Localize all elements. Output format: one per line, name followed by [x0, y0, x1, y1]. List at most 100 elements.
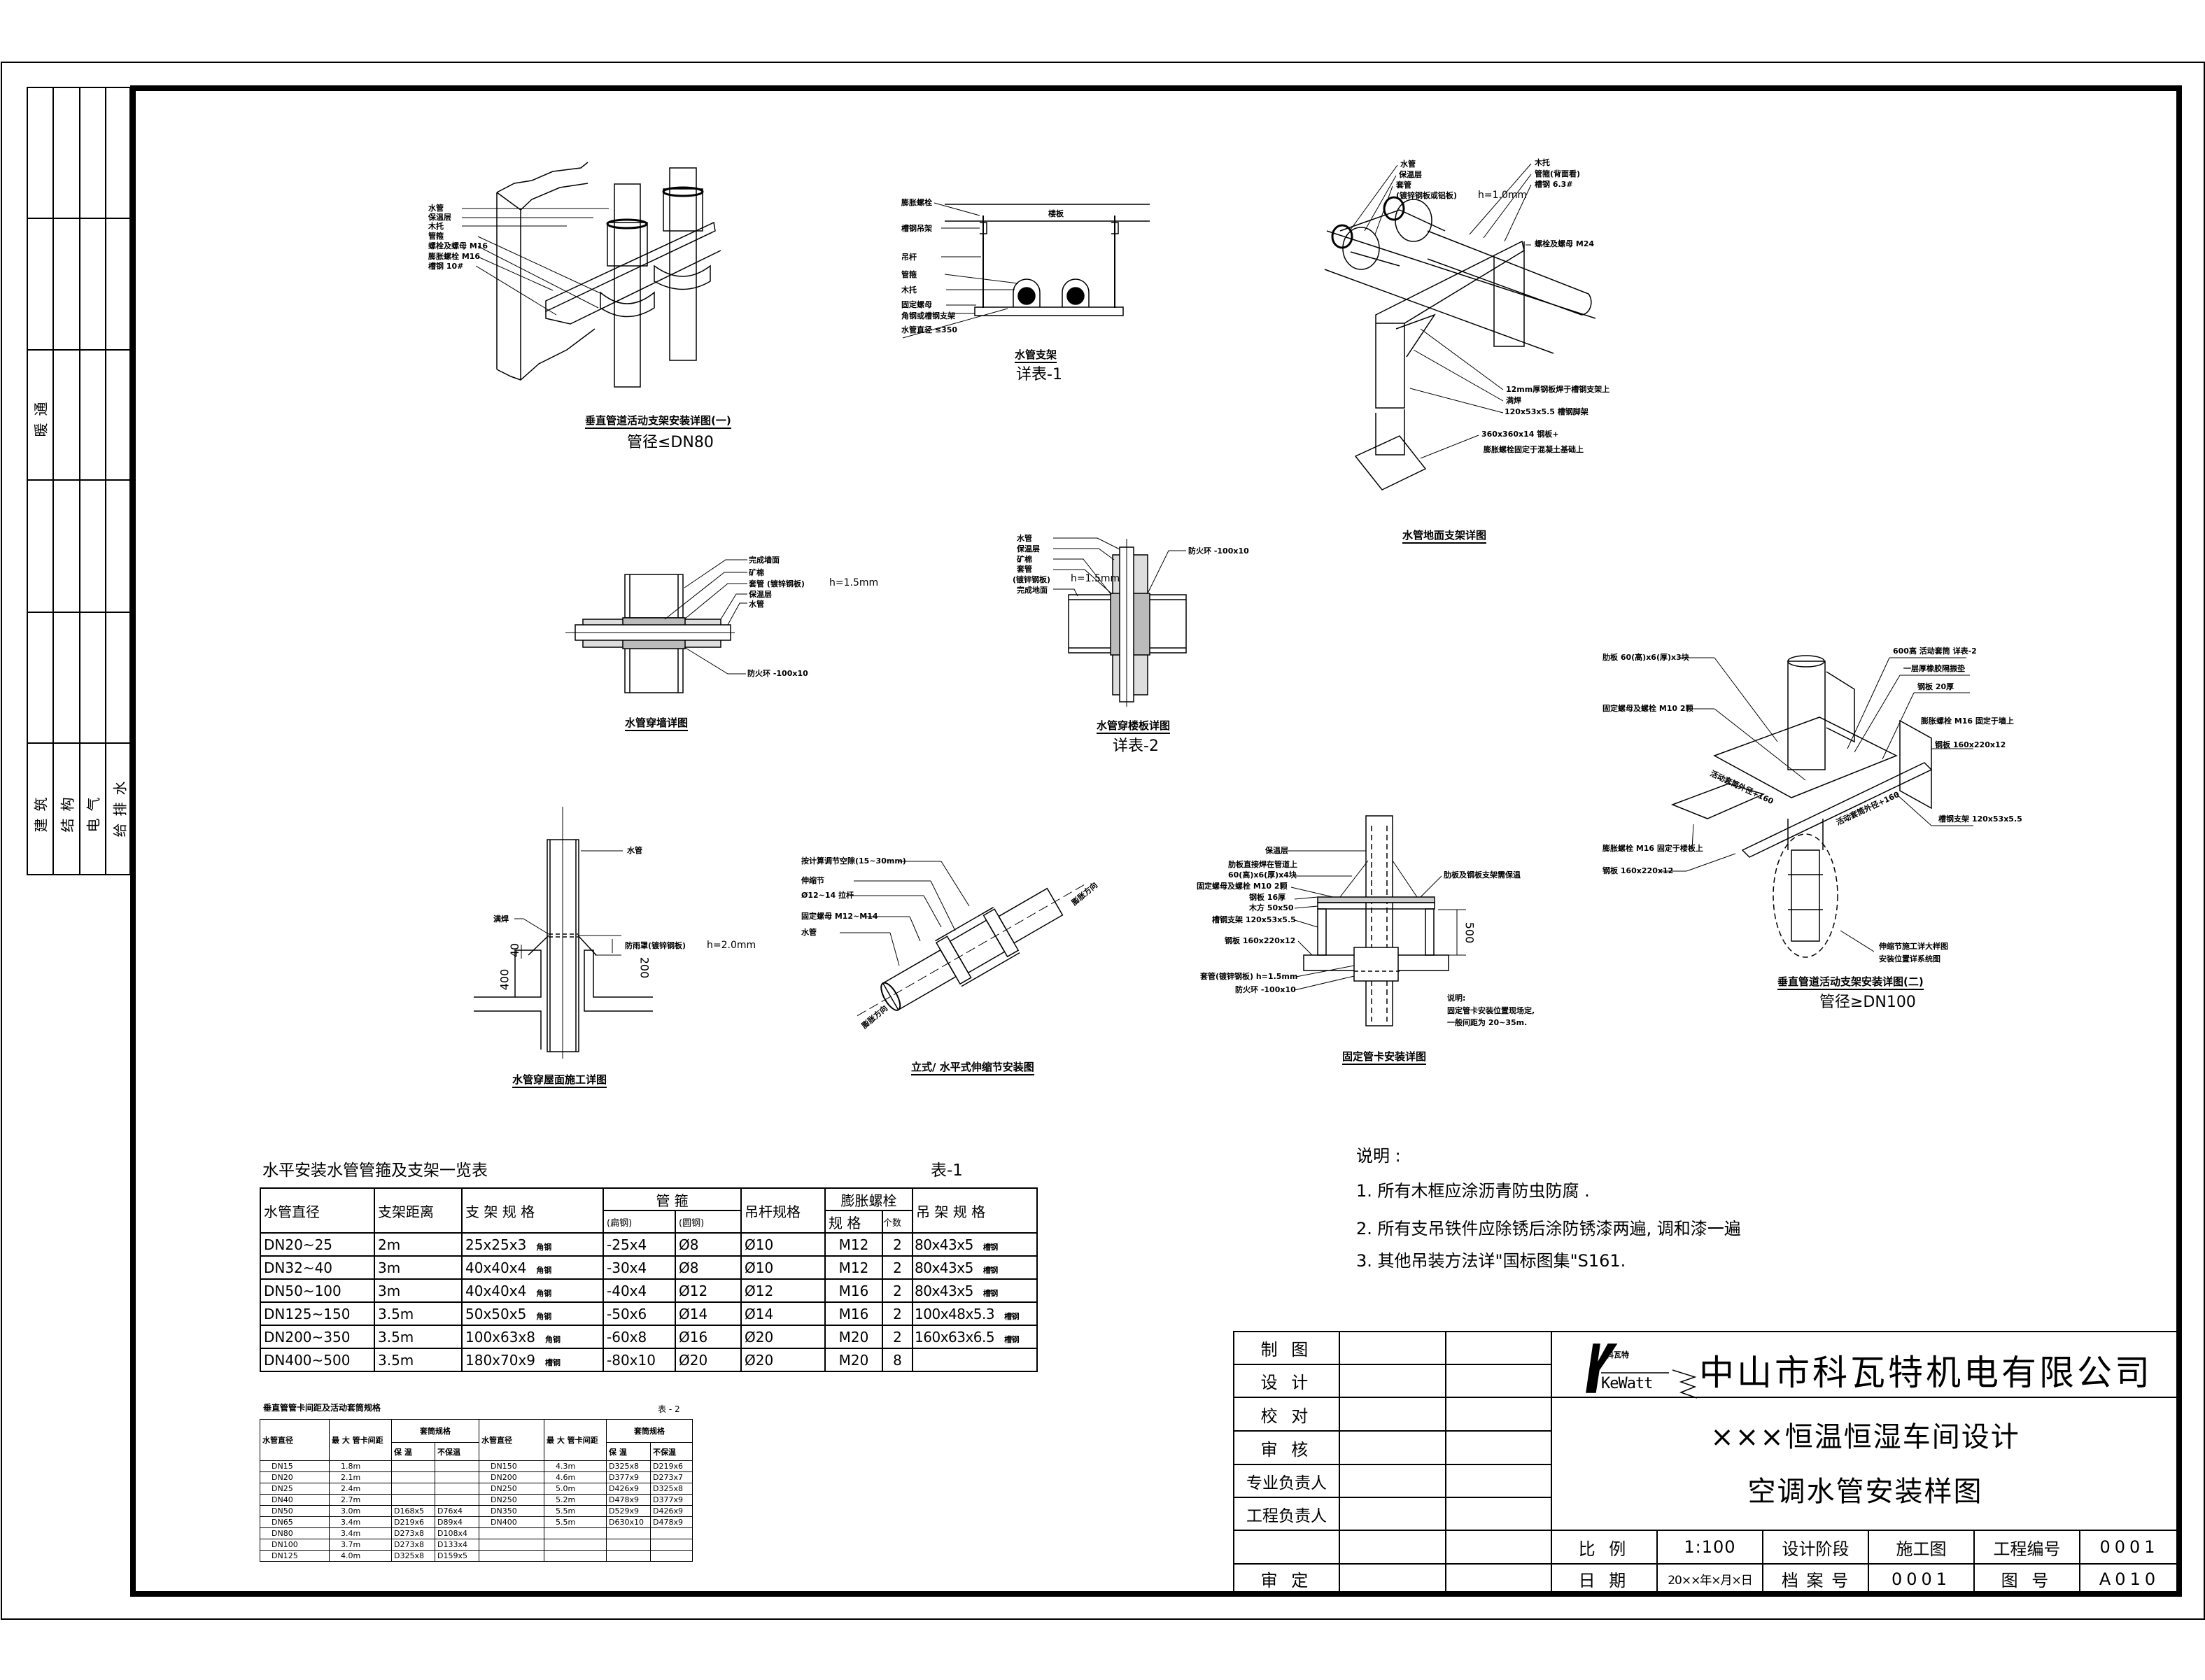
- label: 套管 (镀锌钢板): [749, 579, 805, 588]
- label: 木方 50x50: [1249, 903, 1294, 912]
- cell-spacing: 3.5m: [374, 1348, 463, 1372]
- cell-value: 80x43x5: [915, 1282, 973, 1299]
- project-name: ×××恒温恒湿车间设计: [1710, 1421, 2020, 1453]
- table-cell: D159x5: [435, 1550, 479, 1562]
- note-item: 2. 所有支吊铁件应除锈后涂防锈漆两遍, 调和漆一遍: [1356, 1219, 1741, 1238]
- date-label: 日 期: [1578, 1571, 1630, 1590]
- header-noins: 不保温: [435, 1442, 479, 1461]
- table-cell: D426x9: [606, 1483, 651, 1495]
- table-cell: DN25: [260, 1483, 330, 1495]
- table-cell: DN15: [260, 1460, 330, 1472]
- table-cell: D273x7: [650, 1471, 693, 1483]
- table-cell: DN50: [260, 1505, 330, 1517]
- sleeve-spec-table: 水管直径 最 大 管卡间距 套筒规格 水管直径 最 大 管卡间距 套筒规格 保 …: [260, 1419, 693, 1562]
- table-cell: DN125: [260, 1550, 330, 1562]
- cell-dia: DN32~40: [260, 1255, 375, 1280]
- cell-value: 3.5m: [378, 1305, 414, 1322]
- steel-type: 角钢: [536, 1265, 552, 1275]
- inner-frame: [130, 85, 2182, 1597]
- cell-dia: DN50~100: [260, 1278, 375, 1303]
- label: h=2.0mm: [707, 940, 756, 951]
- design-stage-label: 设计阶段: [1782, 1539, 1850, 1559]
- label: 角钢或槽钢支架: [901, 311, 955, 320]
- header-ins-2: 保 温: [606, 1442, 651, 1461]
- table-cell: DN150: [479, 1460, 544, 1472]
- header-dia: 水管直径: [260, 1419, 330, 1461]
- cell-value: 2: [893, 1236, 902, 1253]
- diagram-title: 垂直管道活动支架安装详图(二): [1777, 977, 1924, 990]
- header-bolt: 膨胀螺栓: [824, 1187, 914, 1211]
- table-cell: 5.0m: [544, 1483, 607, 1495]
- cell-value: DN125~150: [264, 1305, 351, 1322]
- drawing-number-label: 图 号: [2001, 1571, 2053, 1590]
- cell-qty: 2: [882, 1325, 914, 1349]
- bracket-spec-table: 水管直径 支架距离 支 架 规 格 管 箍 吊杆规格 膨胀螺栓 吊 架 规 格 …: [260, 1187, 1038, 1372]
- cell-value: M12: [838, 1259, 869, 1276]
- label: 管箍: [428, 232, 444, 241]
- label: 槽钢 6.3#: [1535, 180, 1573, 189]
- label: 伸缩节: [801, 876, 824, 885]
- header-sleeve: 套筒规格: [391, 1419, 479, 1443]
- cell-value: Ø14: [679, 1305, 708, 1322]
- label: 钢板 20厚: [1917, 682, 1954, 691]
- label: 固定螺母及螺栓 M10 2颗: [1197, 882, 1288, 891]
- label: 防雨罩(镀锌钢板): [625, 941, 686, 950]
- cell-flat: -60x8: [603, 1325, 676, 1349]
- cell-rod: Ø10: [740, 1255, 826, 1280]
- table-cell: D108x4: [435, 1527, 479, 1539]
- table-cell: [650, 1550, 693, 1562]
- cell-qty: 8: [882, 1348, 914, 1372]
- diagram-title: 水管穿楼板详图: [1097, 721, 1171, 734]
- cell-bolt: M12: [824, 1255, 884, 1280]
- cell-value: 50x50x5: [465, 1305, 527, 1322]
- cell-value: Ø8: [679, 1236, 699, 1253]
- diagram-vertical-support-1: [462, 162, 721, 388]
- table-cell: D273x8: [391, 1527, 435, 1539]
- diagram-title: 固定管卡安装详图: [1342, 1052, 1427, 1065]
- design-stage-value: 施工图: [1896, 1539, 1947, 1559]
- label: 固定螺母及螺栓 M10 2颗: [1602, 704, 1693, 713]
- label: h=1.5mm: [1071, 573, 1120, 584]
- cell-value: 40x40x4: [465, 1282, 527, 1299]
- outer-frame: [1, 62, 2205, 1620]
- cell-round: Ø20: [674, 1348, 742, 1372]
- header-hanger: 吊 架 规 格: [912, 1187, 1038, 1234]
- role-label: [1234, 1530, 1339, 1564]
- cell-spacing: 3m: [374, 1278, 463, 1303]
- cell-value: -50x6: [607, 1305, 647, 1322]
- table-cell: DN350: [479, 1505, 544, 1517]
- cell-value: Ø20: [745, 1328, 774, 1346]
- table-cell: [544, 1550, 607, 1562]
- cell-value: Ø20: [745, 1351, 774, 1369]
- header-sleeve-2: 套筒规格: [606, 1419, 693, 1443]
- table-cell: DN80: [260, 1527, 330, 1539]
- role-label: 审 定: [1260, 1571, 1313, 1590]
- cell-value: M12: [838, 1236, 869, 1253]
- header-clamp-flat: (扁钢): [603, 1210, 676, 1234]
- label: Ø12~14 拉杆: [801, 891, 854, 900]
- header-bolt-spec: 规 格: [824, 1210, 884, 1234]
- cell-spacing: 2m: [374, 1232, 463, 1257]
- header-clamp-round: (圆钢): [674, 1210, 742, 1234]
- label: 肋板及钢板支架需保温: [1444, 870, 1521, 880]
- label: 伸缩节施工详大样图: [1879, 942, 1948, 951]
- scale-value: 1:100: [1684, 1537, 1736, 1557]
- note-label: 固定管卡安装位置现场定,: [1447, 1006, 1535, 1015]
- label: 保温层: [1399, 170, 1422, 179]
- label: 套管(镀锌钢板) h=1.5mm: [1200, 972, 1298, 981]
- header-bolt-qty: 个数: [882, 1210, 914, 1234]
- cell-value: 180x70x9: [465, 1351, 536, 1369]
- scale-label: 比 例: [1578, 1539, 1630, 1559]
- table-cell: DN400: [479, 1516, 544, 1528]
- table-cell: [606, 1527, 651, 1539]
- table-cell: DN65: [260, 1516, 330, 1528]
- cell-round: Ø8: [674, 1232, 742, 1257]
- cell-rod: Ø14: [740, 1301, 826, 1326]
- steel-type: 槽钢: [982, 1265, 999, 1275]
- table-cell: D426x9: [650, 1505, 693, 1517]
